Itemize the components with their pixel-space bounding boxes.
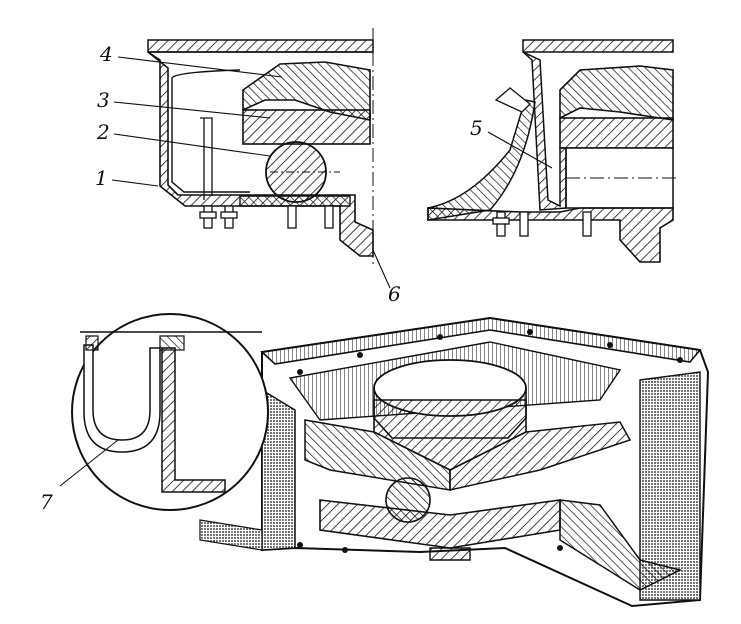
- callout-2: 2: [97, 120, 110, 144]
- section-left: [111, 28, 391, 289]
- section-right: [427, 39, 678, 263]
- callout-7: 7: [40, 490, 53, 514]
- callout-5: 5: [470, 116, 483, 140]
- callout-1: 1: [95, 166, 108, 190]
- cutaway-perspective: [199, 316, 710, 608]
- callout-6: 6: [388, 282, 401, 306]
- callout-4: 4: [100, 42, 113, 66]
- callout-3: 3: [97, 88, 110, 112]
- detail-magnifier: [59, 313, 269, 511]
